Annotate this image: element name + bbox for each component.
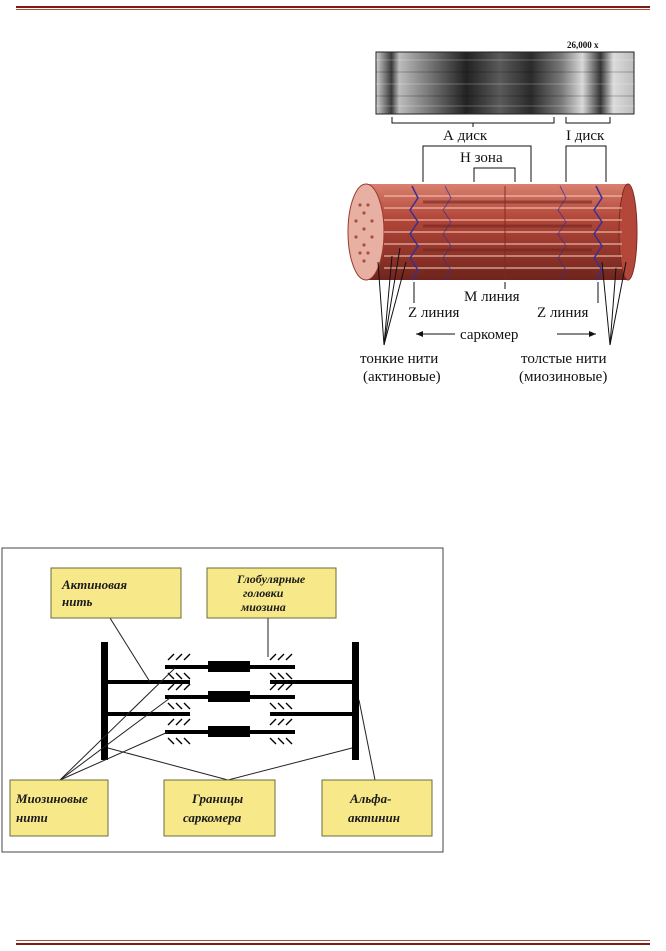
- h-zone-label: Н зона: [460, 150, 503, 166]
- label-box-alpha-actinin: Альфа- актинин: [321, 779, 433, 837]
- svg-text:головки: головки: [243, 586, 284, 600]
- cross-section-dots: [354, 203, 374, 263]
- label-box-myosin-heads: Глобулярные головки миозина: [206, 567, 337, 619]
- svg-text:актинин: актинин: [348, 810, 400, 825]
- i-disk-bracket: [565, 117, 611, 124]
- svg-text:Актиновая: Актиновая: [61, 577, 127, 592]
- sarcomere-arrow-right-head: [589, 331, 596, 337]
- svg-text:Границы: Границы: [191, 791, 243, 806]
- sarcomere-boundary-left: [101, 642, 108, 760]
- svg-text:Альфа-: Альфа-: [349, 791, 391, 806]
- sarcomere-boundary-right: [352, 642, 359, 760]
- z-line-left: [409, 185, 419, 281]
- micrograph-noise: [376, 59, 634, 107]
- top-border-rule: [16, 6, 650, 8]
- label-box-sarcomere-bounds: Границы саркомера: [163, 779, 276, 837]
- z-line-left-label: Z линия: [408, 305, 459, 321]
- svg-text:саркомера: саркомера: [183, 810, 242, 825]
- label-box-myosin-filaments: Миозиновые нити: [9, 779, 109, 837]
- svg-text:нити: нити: [16, 810, 48, 825]
- sarcomere-label: саркомер: [460, 327, 518, 343]
- h-zone-bracket: [473, 167, 516, 182]
- thick-filaments-label-1: толстые нити: [521, 351, 606, 367]
- thin-filaments-label-2: (актиновые): [363, 369, 441, 385]
- sarcomere-structure-figure: 26,000 x А диск I диск Н зона: [347, 40, 638, 385]
- thick-filament-pointers: [601, 261, 627, 346]
- magnification-label: 26,000 x: [567, 40, 599, 50]
- myofilament-lines: [384, 195, 622, 269]
- a-disk-guide: [422, 145, 532, 182]
- z-line-right-label: Z линия: [537, 305, 588, 321]
- bottom-border-rule: [16, 943, 650, 945]
- thin-filaments-label-1: тонкие нити: [360, 351, 438, 367]
- thick-filaments-label-2: (миозиновые): [519, 369, 607, 385]
- myosin-filaments: [165, 661, 295, 737]
- m-line-label: М линия: [464, 289, 520, 305]
- sarcomere-arrow-left-head: [416, 331, 423, 337]
- a-disk-label: А диск: [443, 128, 488, 144]
- z-line-right: [593, 185, 603, 281]
- thin-filament-pointers: [377, 247, 407, 346]
- i-disk-label: I диск: [566, 128, 605, 144]
- bottom-border-rule-thin: [16, 940, 650, 941]
- myosin-heads: [167, 653, 293, 745]
- svg-text:Глобулярные: Глобулярные: [236, 572, 306, 586]
- sarcomere-schematic-figure: Актиновая нить Глобулярные головки миози…: [1, 547, 444, 853]
- electron-micrograph: [375, 51, 635, 115]
- sarcomere-label-bg: [455, 325, 557, 343]
- schematic-pointers: [59, 617, 376, 781]
- top-border-rule-thin: [16, 9, 650, 10]
- label-box-actin: Актиновая нить: [50, 567, 182, 619]
- svg-text:Миозиновые: Миозиновые: [15, 791, 88, 806]
- svg-text:миозина: миозина: [240, 600, 286, 614]
- i-disk-guide: [565, 145, 607, 182]
- a-disk-bracket: [391, 117, 555, 124]
- h-zone-zigzag: [442, 185, 567, 281]
- svg-text:нить: нить: [62, 594, 93, 609]
